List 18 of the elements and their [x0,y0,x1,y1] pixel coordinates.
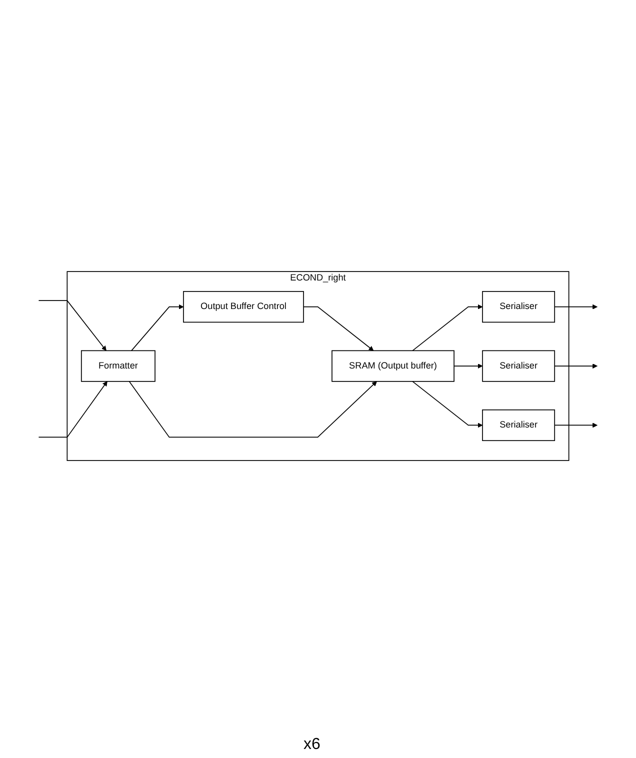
node-box: Serialiser [482,409,556,441]
arrow [554,364,598,368]
arrow [554,304,598,310]
arrow [128,380,377,438]
arrow [303,306,374,351]
arrow [38,300,106,351]
multiplicity-note: x6 [304,736,320,753]
arrow [38,381,108,438]
arrow [412,304,483,352]
node-box: SRAM (Output buffer) [332,350,454,382]
node-box: Formatter [80,350,156,382]
arrow [131,304,184,352]
node-box: Serialiser [482,291,556,323]
arrow [412,380,483,428]
node-box: Output Buffer Control [183,291,304,323]
arrow [554,422,598,428]
node-box: Serialiser [482,350,556,382]
arrow [454,364,483,368]
